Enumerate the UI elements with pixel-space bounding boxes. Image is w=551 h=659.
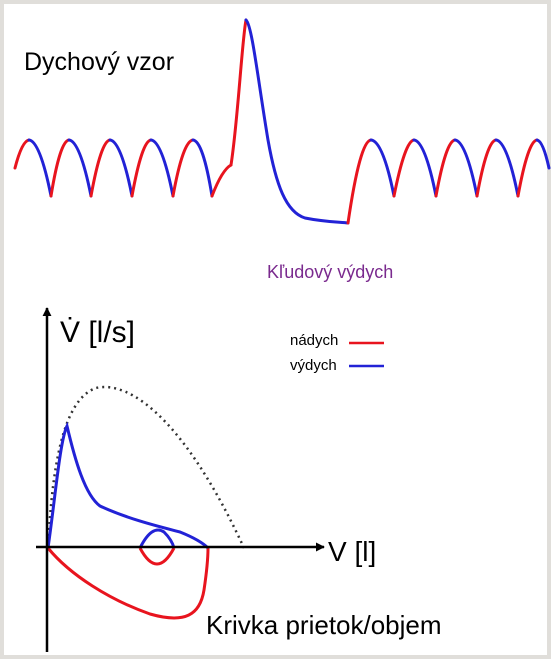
x-axis-label: V [l] xyxy=(328,536,377,567)
breathing-pattern-title: Dychový vzor xyxy=(24,48,175,76)
tidal-breaths-left xyxy=(13,138,214,198)
tidal-breaths-right xyxy=(346,138,551,225)
flow-volume-curve-title: Krivka prietok/objem xyxy=(206,610,442,640)
tidal-expiration-loop xyxy=(138,528,176,549)
predicted-curve xyxy=(46,385,246,549)
legend-label-inspiration: nádych xyxy=(290,332,339,349)
y-axis-label: V̇ [l/s] xyxy=(60,316,136,349)
breathing-pattern-trace xyxy=(13,18,551,225)
forced-expiration-loop xyxy=(46,421,210,550)
deep-breath xyxy=(210,18,350,225)
flow-volume-diagram xyxy=(36,307,384,652)
tidal-expiration-caption: Kľudový výdych xyxy=(267,262,394,282)
tidal-inspiration-loop xyxy=(138,547,176,566)
forced-inspiration-loop xyxy=(46,547,210,620)
legend-label-expiration: výdych xyxy=(290,357,337,374)
